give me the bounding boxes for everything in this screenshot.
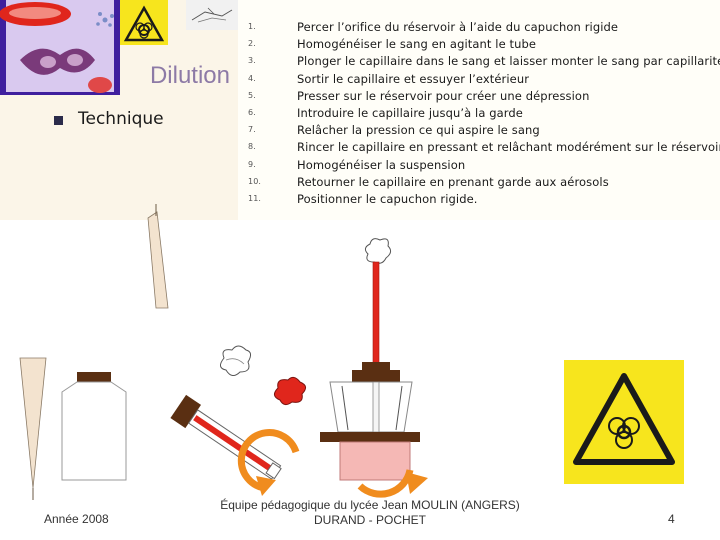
footer-year: Année 2008 <box>44 512 109 526</box>
step-item: 6.Introduire le capillaire jusqu’à la ga… <box>248 105 523 120</box>
cotton-white-icon <box>220 345 252 376</box>
dilution-reservoir-assembly <box>320 238 420 481</box>
step-item: 4.Sortir le capillaire et essuyer l’exté… <box>248 71 530 86</box>
biohazard-warning-sign <box>564 360 684 484</box>
step-item: 8.Rincer le capillaire en pressant et re… <box>248 140 720 155</box>
step-item: 9.Homogénéiser la suspension <box>248 157 466 172</box>
step-item: 7.Relâcher la pression ce qui aspire le … <box>248 123 540 138</box>
slide-title: Dilution <box>149 62 230 89</box>
blood-cell-image <box>0 0 120 95</box>
capillary-pipette <box>170 394 282 480</box>
step-item: 11.Positionner le capuchon rigide. <box>248 191 478 206</box>
sketch-image <box>186 0 238 30</box>
dots-decoration <box>96 12 114 27</box>
page-number: 4 <box>668 512 675 526</box>
steps-list: 1.Percer l’orifice du réservoir à l’aide… <box>248 20 720 209</box>
step-item: 1.Percer l’orifice du réservoir à l’aide… <box>248 20 619 34</box>
bullet-technique: Technique <box>78 109 164 129</box>
header-steps-panel <box>238 0 720 220</box>
reservoir-bottle <box>61 372 127 481</box>
step-item: 10.Retourner le capillaire en prenant ga… <box>248 174 609 189</box>
step-item: 2.Homogénéiser le sang en agitant le tub… <box>248 37 537 52</box>
bullet-marker <box>54 116 63 125</box>
pipette-cone-upright <box>147 211 169 309</box>
step-item: 3.Plonger le capillaire dans le sang et … <box>248 54 720 69</box>
blood-drop-icon <box>274 376 306 406</box>
rotation-arrow-right <box>357 469 428 498</box>
footer-team-line1: Équipe pédagogique du lycée Jean MOULIN … <box>220 498 520 512</box>
step-item: 5.Presser sur le réservoir pour créer un… <box>248 88 590 103</box>
footer-team-line2: DURAND - POCHET <box>313 513 426 527</box>
footer-team: Équipe pédagogique du lycée Jean MOULIN … <box>200 498 540 528</box>
biohazard-icon <box>120 0 168 45</box>
pipette-cone-inverted <box>19 357 47 489</box>
rotation-arrow-left <box>237 429 300 496</box>
